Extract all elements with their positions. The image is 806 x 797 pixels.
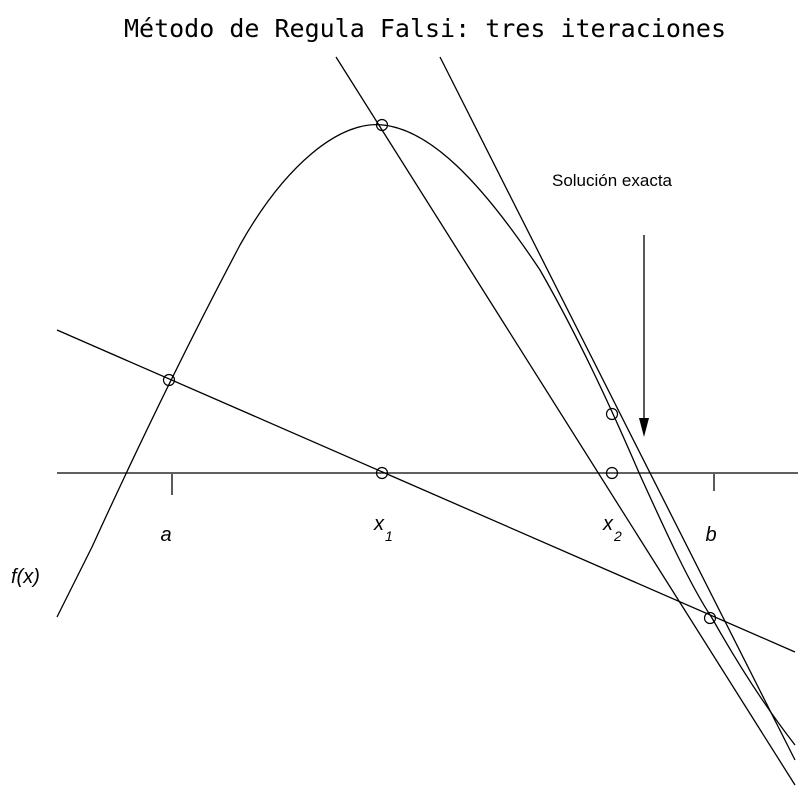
- label-a: a: [160, 524, 171, 546]
- label-x2-sub: 2: [613, 528, 622, 544]
- diagram-title: Método de Regula Falsi: tres iteraciones: [124, 14, 726, 43]
- label-b: b: [705, 524, 716, 546]
- label-x2: x2: [602, 513, 622, 544]
- point-fa: [162, 373, 176, 387]
- label-x1-base: x: [373, 513, 385, 535]
- label-x1: x1: [373, 513, 393, 544]
- point-x2: [605, 466, 619, 480]
- label-x1-sub: 1: [385, 528, 393, 544]
- label-x2-base: x: [602, 513, 614, 535]
- point-fx1: [375, 118, 389, 132]
- exact-solution-arrowhead: [639, 418, 649, 437]
- label-fx: f(x): [11, 566, 40, 588]
- secant-line-2: [335, 56, 796, 786]
- secant-line-1: [56, 329, 796, 653]
- point-x1: [375, 466, 389, 480]
- exact-solution-label: Solución exacta: [552, 171, 673, 190]
- function-curve: [56, 124, 796, 746]
- point-fb: [703, 611, 717, 625]
- secant-line-3: [439, 56, 796, 761]
- point-fx2: [605, 407, 619, 421]
